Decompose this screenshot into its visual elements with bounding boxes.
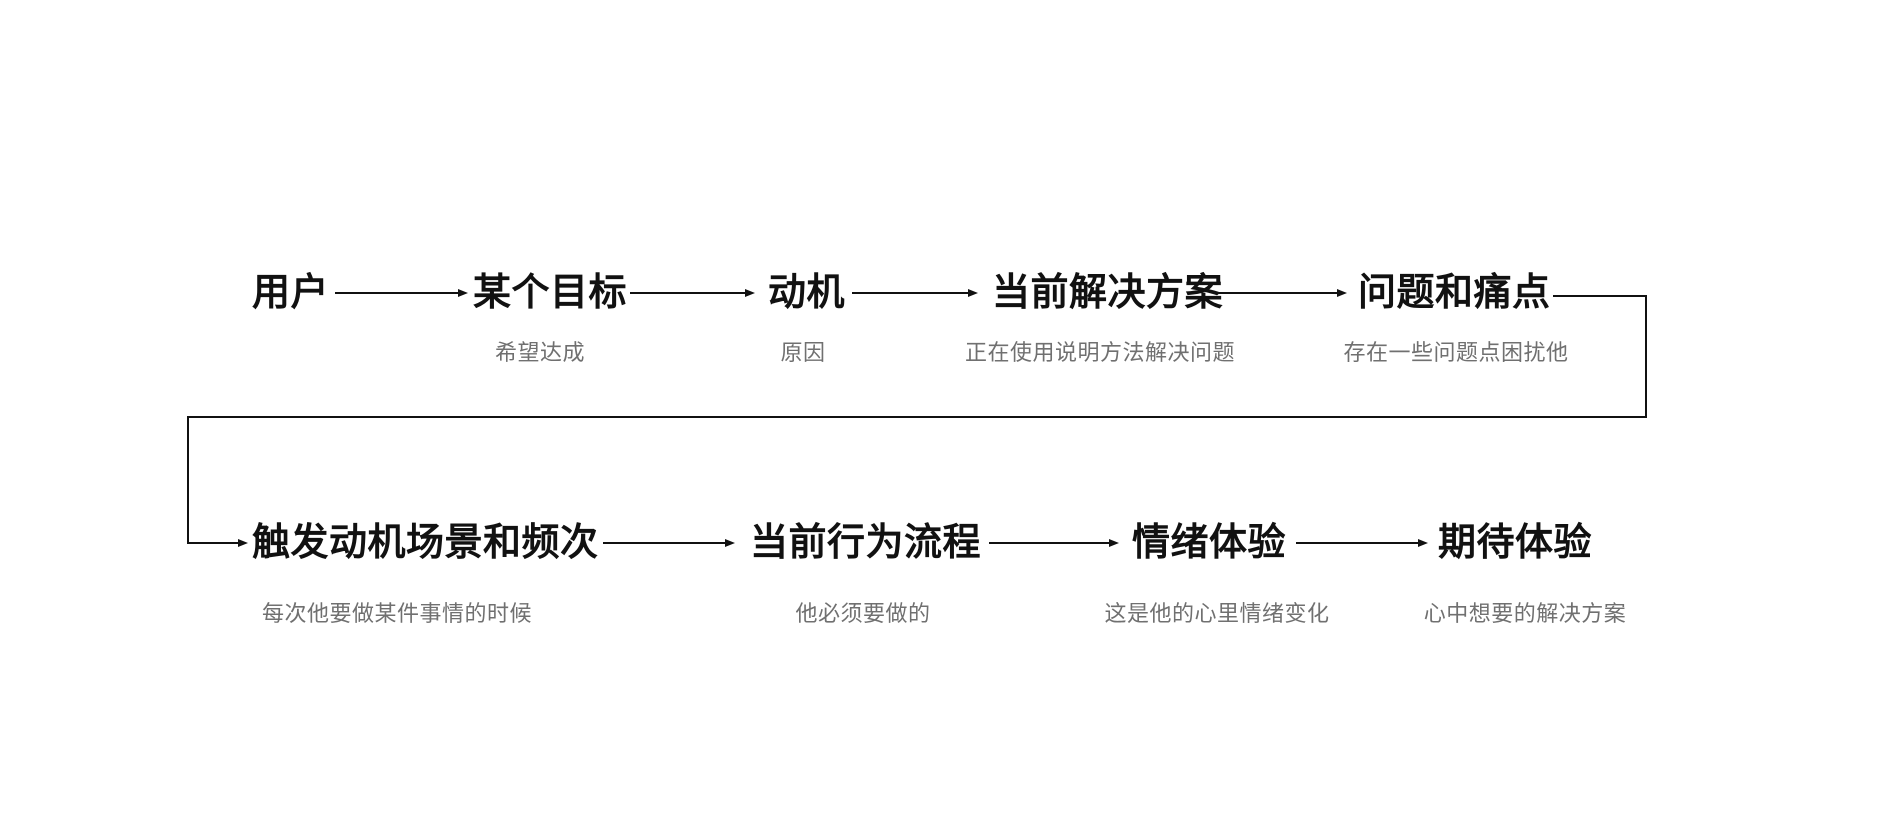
node-behavior-title: 当前行为流程 <box>750 522 982 564</box>
node-current-solution-subtitle: 正在使用说明方法解决问题 <box>964 340 1236 365</box>
node-trigger-subtitle: 每次他要做某件事情的时候 <box>261 601 533 626</box>
node-expectation-title: 期待体验 <box>1438 522 1593 564</box>
node-motivation-subtitle: 原因 <box>780 340 826 365</box>
node-pain-points-subtitle: 存在一些问题点困扰他 <box>1343 340 1569 365</box>
node-emotion-title: 情绪体验 <box>1132 522 1287 564</box>
node-behavior-subtitle: 他必须要做的 <box>795 601 931 626</box>
node-pain-points-title: 问题和痛点 <box>1358 272 1551 314</box>
node-user-title: 用户 <box>252 272 330 314</box>
node-goal-title: 某个目标 <box>473 272 628 314</box>
node-motivation-title: 动机 <box>768 272 846 314</box>
connector-painpoints-to-trigger <box>187 295 1647 547</box>
node-expectation-subtitle: 心中想要的解决方案 <box>1423 601 1627 626</box>
node-goal-subtitle: 希望达成 <box>494 340 586 365</box>
node-emotion-subtitle: 这是他的心里情绪变化 <box>1104 601 1330 626</box>
node-trigger-title: 触发动机场景和频次 <box>252 522 599 564</box>
node-current-solution-title: 当前解决方案 <box>992 272 1224 314</box>
